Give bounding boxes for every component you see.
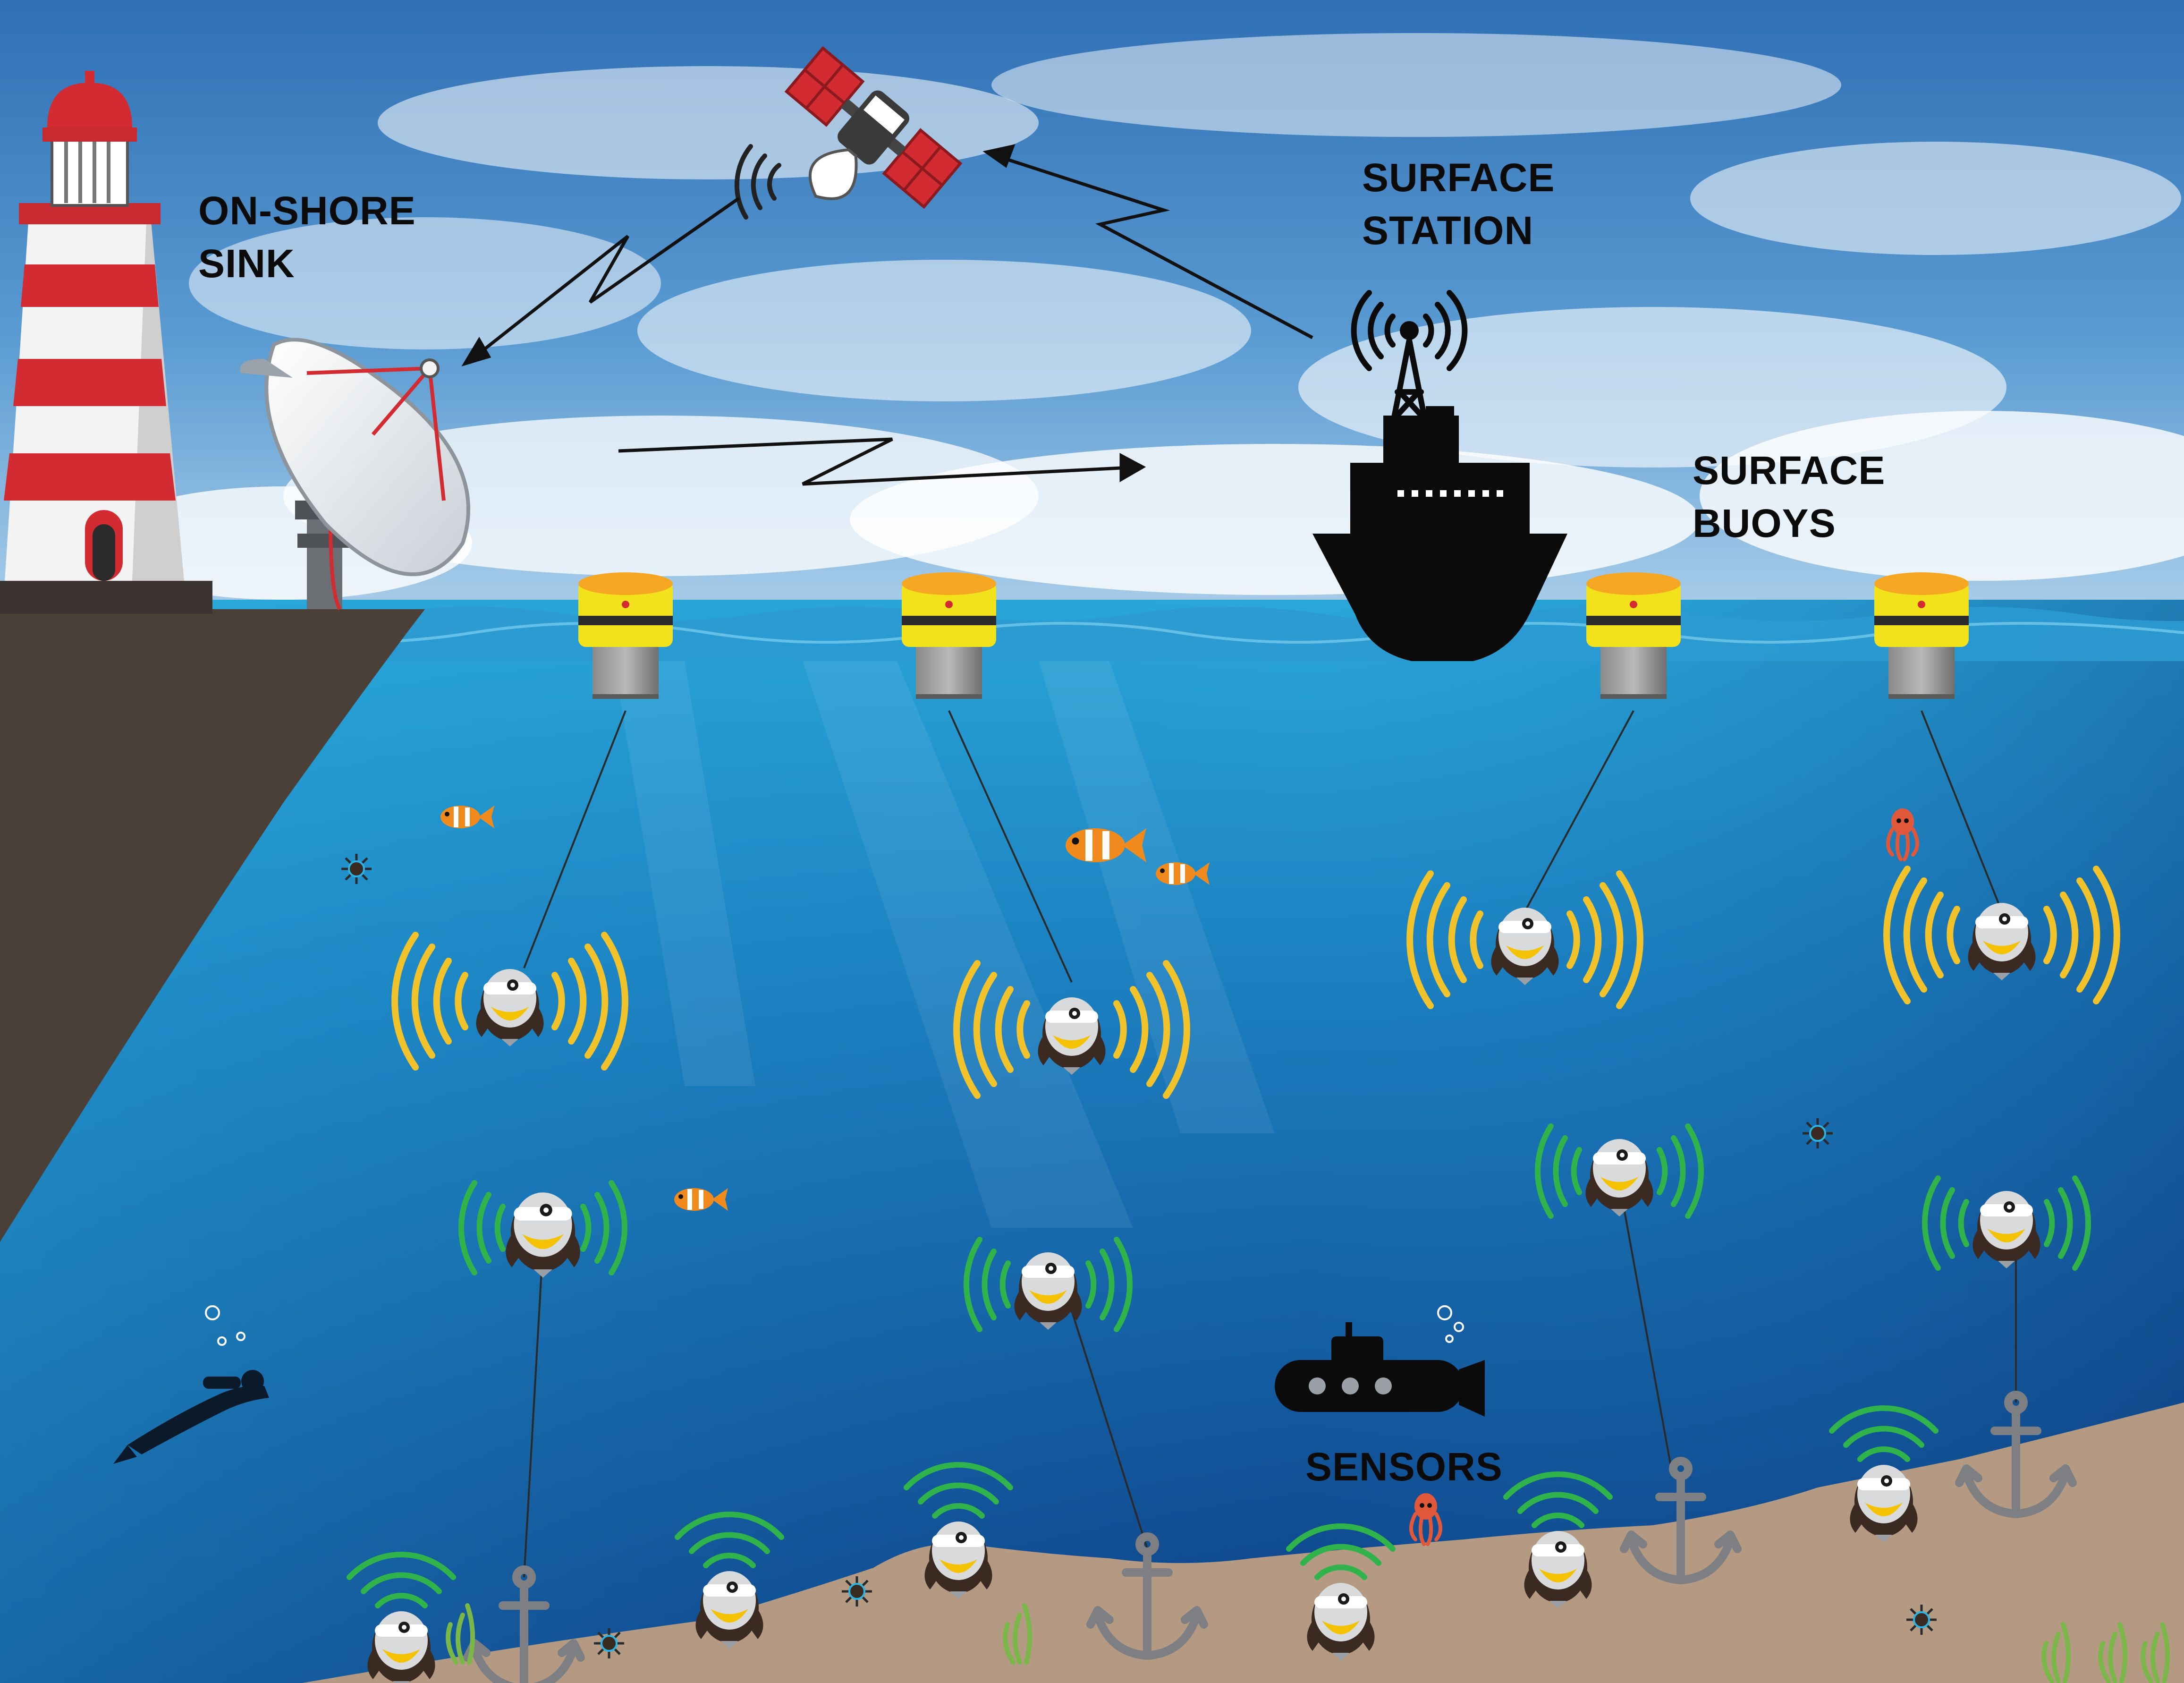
sea-urchin-icon [1803, 1118, 1833, 1148]
label-sensors: SENSORS [1305, 1440, 1503, 1493]
satellite-dish-icon [240, 338, 470, 611]
label-onshore-sink-line1: ON-SHORE [198, 188, 416, 233]
mooring-lines [523, 710, 2017, 1578]
link-station-to-satellite [995, 154, 1313, 340]
buoy-icon [1586, 572, 1681, 699]
sea-urchin-icon [1906, 1605, 1937, 1635]
link-sink-to-station [618, 437, 1131, 486]
label-onshore-sink: ON-SHORE SINK [198, 184, 416, 290]
label-surface-station-line1: SURFACE [1362, 155, 1555, 200]
link-satellite-to-sink [471, 197, 740, 360]
label-onshore-sink-line2: SINK [198, 241, 295, 286]
buoy-icon [902, 572, 996, 699]
light-rays [614, 661, 1275, 1228]
buoy-icon [1874, 572, 1969, 699]
label-surface-station: SURFACE STATION [1362, 151, 1555, 257]
diver-icon [113, 1305, 269, 1464]
label-sensors-text: SENSORS [1305, 1445, 1503, 1489]
lighthouse-icon [4, 71, 184, 581]
sea-urchin-icon [842, 1576, 872, 1606]
sea-urchin-icon [594, 1628, 624, 1658]
label-surface-station-line2: STATION [1362, 208, 1534, 253]
communication-links [461, 144, 1313, 486]
seabed [302, 1402, 2184, 1683]
satellite-signal-icon [734, 144, 781, 220]
clouds [94, 33, 2184, 600]
label-surface-buoys-line2: BUOYS [1693, 501, 1836, 545]
label-surface-buoys-line1: SURFACE [1693, 448, 1886, 493]
lighthouse-base [0, 581, 212, 614]
antenna-tower-icon [1351, 290, 1468, 451]
ship-icon [1312, 406, 1567, 661]
sea-urchin-icon [341, 854, 372, 884]
submarine-icon [1275, 1305, 1485, 1417]
satellite-icon [784, 46, 963, 209]
buoy-icon [578, 572, 673, 699]
label-surface-buoys: SURFACE BUOYS [1693, 444, 1885, 550]
shore-cliff [0, 609, 425, 1242]
